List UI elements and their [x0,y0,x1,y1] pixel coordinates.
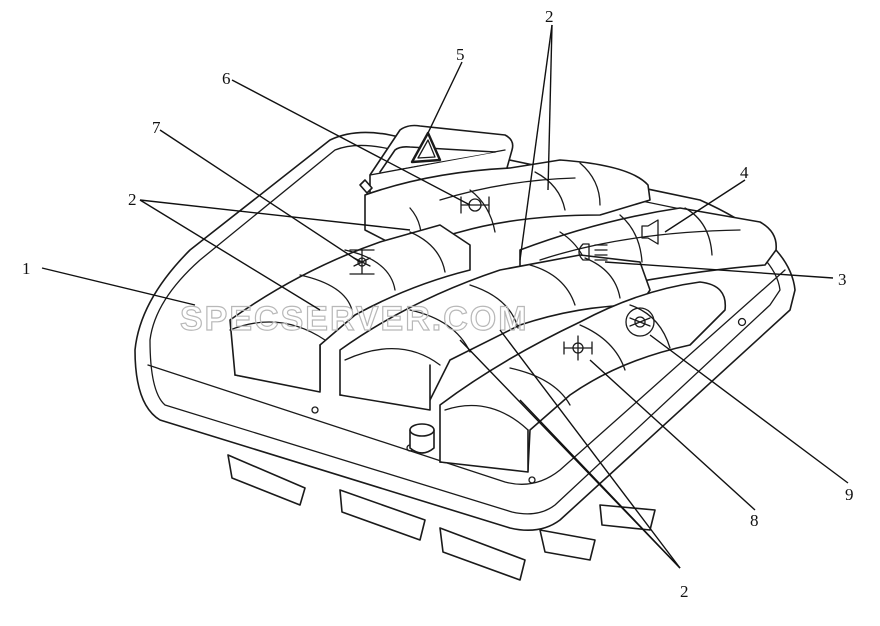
callout-5: 5 [456,45,465,64]
callout-2-bottom: 2 [680,582,689,601]
callout-2-left: 2 [128,190,137,209]
callout-2-top: 2 [545,7,554,26]
switch-row-4 [439,281,727,473]
axle-lock-icon [349,249,375,275]
callout-9: 9 [845,485,854,504]
callout-4: 4 [740,163,749,182]
callout-6: 6 [222,69,231,88]
callout-8: 8 [750,511,759,530]
axle-diff-icon [563,335,593,361]
switch-row-3 [339,254,651,411]
fog-lamp-icon [578,243,608,261]
hazard-triangle-icon [410,131,442,164]
horn-icon [641,219,659,245]
wheel-diff-icon [625,307,655,337]
callout-labels: 1 2 2 2 3 4 5 6 7 8 9 [22,7,854,601]
connector-legs [227,454,656,581]
callout-1: 1 [22,259,31,278]
watermark-text: SPECSERVER.COM [180,300,529,338]
leader-lines [41,24,849,569]
pin-post [409,423,435,454]
callout-7: 7 [152,118,161,137]
callout-3: 3 [838,270,847,289]
switch-row-1 [229,224,471,393]
